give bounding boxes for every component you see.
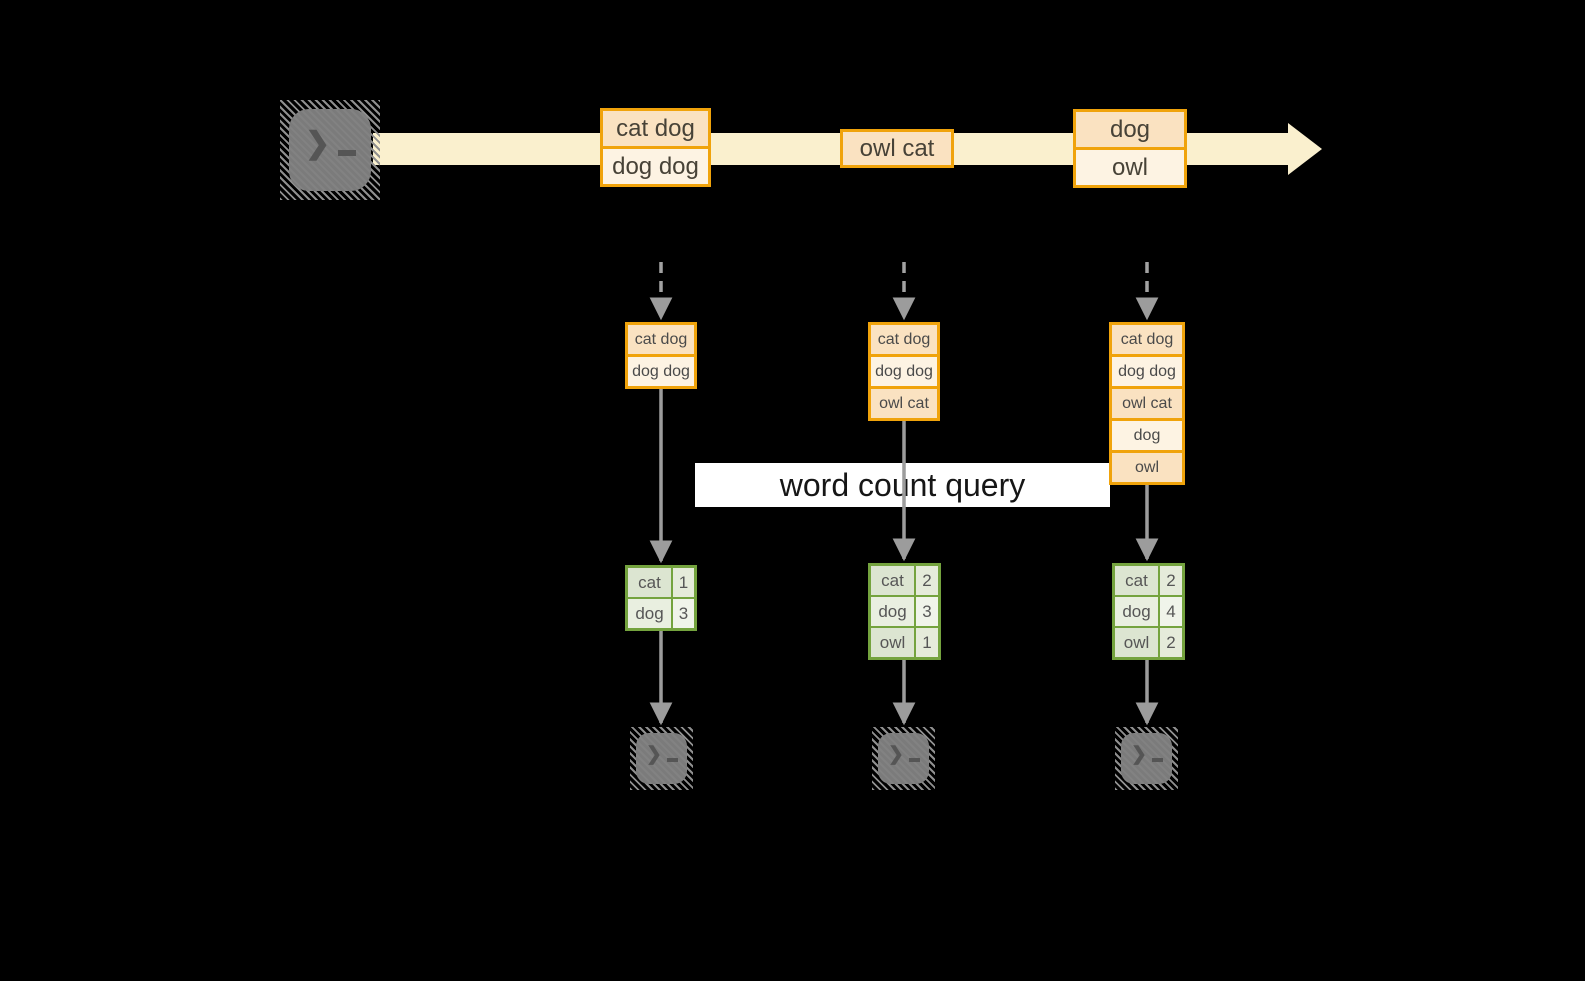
count-row: cat 1: [628, 568, 694, 597]
terminal-prompt-icon: ❯: [305, 127, 357, 160]
buffer-row: owl: [1112, 453, 1182, 482]
buffer-row: owl cat: [1112, 389, 1182, 418]
count-cell: 4: [1160, 597, 1182, 626]
count-row: dog 4: [1115, 597, 1182, 626]
count-row: dog 3: [628, 599, 694, 628]
terminal-icon: ❯: [289, 109, 371, 191]
count-row: cat 2: [1115, 566, 1182, 595]
terminal-prompt-icon: ❯: [646, 745, 678, 764]
event-buffer-3: cat dog dog dog owl cat dog owl: [1109, 322, 1185, 485]
count-cell: 2: [1160, 628, 1182, 657]
count-cell: 3: [916, 597, 938, 626]
buffer-row: dog dog: [871, 357, 937, 386]
stream-event: owl: [1076, 150, 1184, 185]
count-row: owl 2: [1115, 628, 1182, 657]
terminal-icon: ❯: [1121, 733, 1172, 784]
terminal-icon: ❯: [878, 733, 929, 784]
result-terminal-icon-2: ❯: [872, 727, 935, 790]
count-cell: 1: [916, 628, 938, 657]
buffer-row: owl cat: [871, 389, 937, 418]
stream-arrowhead-icon: [1288, 123, 1322, 175]
stream-event: owl cat: [843, 132, 951, 165]
word-cell: owl: [871, 628, 914, 657]
stream-event-group-3: dog owl: [1073, 109, 1187, 188]
word-cell: owl: [1115, 628, 1158, 657]
word-cell: dog: [628, 599, 671, 628]
word-cell: cat: [1115, 566, 1158, 595]
count-table-2: cat 2 dog 3 owl 1: [868, 563, 941, 660]
count-row: dog 3: [871, 597, 938, 626]
stream-event-group-1: cat dog dog dog: [600, 108, 711, 187]
buffer-row: cat dog: [628, 325, 694, 354]
count-cell: 2: [916, 566, 938, 595]
chevron-right-icon: ❯: [305, 127, 331, 160]
cursor-underscore-icon: [1151, 758, 1163, 762]
count-row: owl 1: [871, 628, 938, 657]
buffer-row: cat dog: [871, 325, 937, 354]
terminal-icon: ❯: [636, 733, 687, 784]
event-buffer-1: cat dog dog dog: [625, 322, 697, 389]
stream-event-group-2: owl cat: [840, 129, 954, 168]
cursor-underscore-icon: [666, 758, 678, 762]
chevron-right-icon: ❯: [888, 744, 904, 765]
count-table-3: cat 2 dog 4 owl 2: [1112, 563, 1185, 660]
terminal-prompt-icon: ❯: [1131, 745, 1163, 764]
count-cell: 1: [673, 568, 694, 597]
event-buffer-2: cat dog dog dog owl cat: [868, 322, 940, 421]
word-cell: dog: [871, 597, 914, 626]
word-cell: dog: [1115, 597, 1158, 626]
cursor-underscore-icon: [908, 758, 920, 762]
stream-event: dog: [1076, 112, 1184, 147]
source-terminal-icon: ❯: [280, 100, 380, 200]
result-terminal-icon-1: ❯: [630, 727, 693, 790]
stream-event: cat dog: [603, 111, 708, 146]
buffer-row: dog dog: [628, 357, 694, 386]
buffer-row: dog dog: [1112, 357, 1182, 386]
count-cell: 3: [673, 599, 694, 628]
stream-event: dog dog: [603, 149, 708, 184]
chevron-right-icon: ❯: [646, 744, 662, 765]
result-terminal-icon-3: ❯: [1115, 727, 1178, 790]
count-cell: 2: [1160, 566, 1182, 595]
word-cell: cat: [628, 568, 671, 597]
count-table-1: cat 1 dog 3: [625, 565, 697, 631]
chevron-right-icon: ❯: [1131, 744, 1147, 765]
word-cell: cat: [871, 566, 914, 595]
buffer-row: dog: [1112, 421, 1182, 450]
cursor-underscore-icon: [338, 150, 357, 156]
buffer-row: cat dog: [1112, 325, 1182, 354]
count-row: cat 2: [871, 566, 938, 595]
terminal-prompt-icon: ❯: [888, 745, 920, 764]
